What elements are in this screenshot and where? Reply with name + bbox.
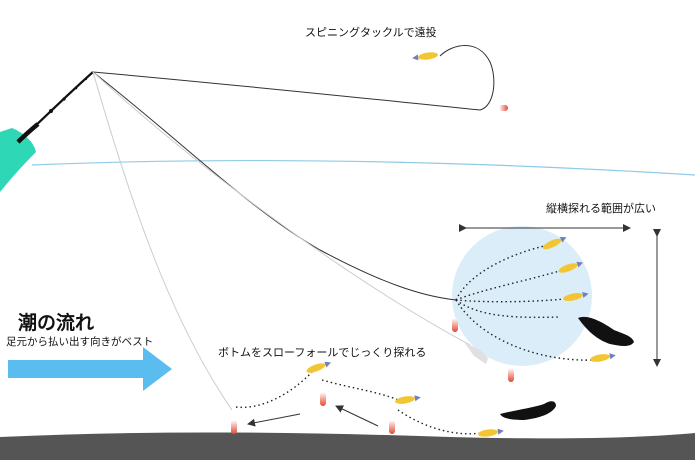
fishing-rod-icon: [16, 71, 94, 144]
water-surface-line: [31, 159, 695, 176]
bottom-arrow-1: [247, 413, 301, 427]
egi-lure-icon: [306, 52, 616, 437]
tide-arrow-icon: [8, 347, 172, 391]
range-trajectories: [455, 243, 595, 361]
bottom-trajectories: [235, 371, 483, 435]
squid-icon-bottom: [500, 401, 556, 420]
faint-line-mid: [92, 71, 471, 346]
tide-note-label: 足元から払い出す向きがベスト: [6, 336, 154, 348]
bottom-slow-fall-label: ボトムをスローフォールでじっくり探れる: [218, 346, 427, 359]
tide-flow-label: 潮の流れ: [18, 312, 95, 334]
bottom-arrow-2: [335, 405, 379, 427]
faint-lure-icon: [464, 342, 488, 364]
spinning-cast-label: スピニングタックルで遠投: [305, 26, 437, 39]
cast-line: [92, 45, 495, 111]
wide-range-label: 縦横探れる範囲が広い: [546, 202, 656, 215]
faint-line-bottom: [92, 71, 233, 411]
boat-icon: [0, 128, 36, 192]
sinkers: [231, 105, 514, 434]
main-line: [92, 71, 457, 301]
squid-icon: [578, 316, 634, 346]
seabed: [0, 432, 695, 460]
range-circle: [452, 226, 592, 366]
